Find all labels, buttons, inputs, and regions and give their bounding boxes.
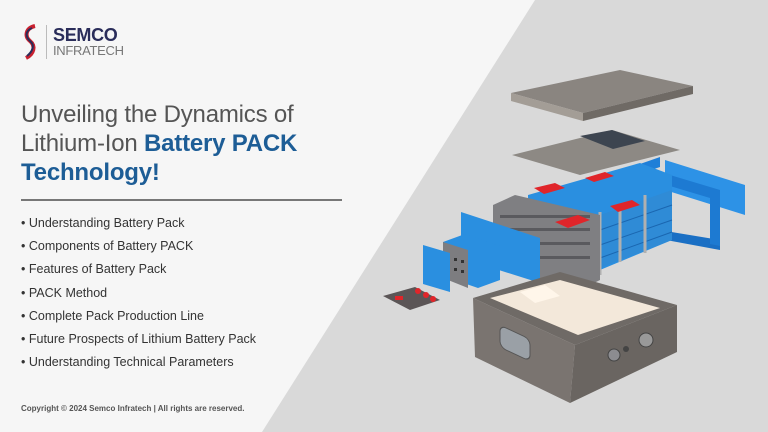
list-item: Future Prospects of Lithium Battery Pack	[21, 328, 256, 351]
pcb-board	[383, 287, 440, 310]
blue-sheet	[461, 212, 540, 283]
page-title: Unveiling the Dynamics of Lithium-Ion Ba…	[21, 100, 351, 187]
logo-divider	[46, 25, 47, 59]
semco-s-logo-icon	[24, 24, 36, 60]
brand-subname: INFRATECH	[53, 43, 124, 58]
brand-name: SEMCO	[53, 25, 118, 45]
title-line-2-plain: Lithium-Ion	[21, 130, 144, 157]
insulation-plate	[512, 130, 680, 175]
brand-logo[interactable]: SEMCO INFRATECH	[20, 22, 124, 62]
copyright-footer: Copyright © 2024 Semco Infratech | All r…	[21, 404, 245, 413]
list-item: Complete Pack Production Line	[21, 305, 256, 328]
title-line-3: Technology!	[21, 159, 160, 186]
enclosure-box	[473, 272, 677, 403]
list-item: Understanding Technical Parameters	[21, 351, 256, 374]
topic-list: Understanding Battery Pack Components of…	[21, 212, 256, 374]
top-lid	[511, 70, 693, 121]
blue-endplate	[423, 245, 450, 292]
title-line-2-bold: Battery PACK	[144, 130, 298, 157]
list-item: Features of Battery Pack	[21, 258, 256, 281]
list-item: Components of Battery PACK	[21, 235, 256, 258]
title-line-1: Unveiling the Dynamics of	[21, 101, 294, 128]
list-item: Understanding Battery Pack	[21, 212, 256, 235]
title-divider	[21, 199, 342, 201]
list-item: PACK Method	[21, 282, 256, 305]
